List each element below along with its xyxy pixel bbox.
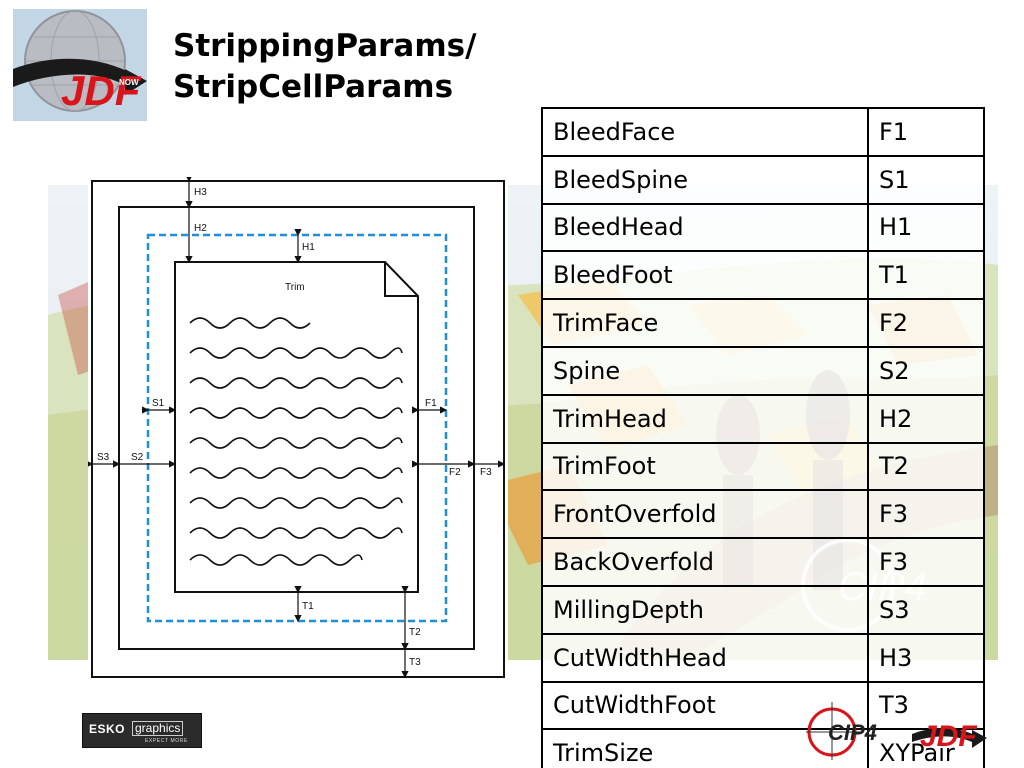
param-value-cell: F3 (867, 537, 985, 587)
cip4-logo: CIP4 (806, 702, 877, 760)
dim-label-f3: F3 (480, 467, 492, 478)
jdf-small-logo: JDF (912, 720, 987, 753)
esko-graphics-text: graphics (132, 721, 184, 736)
svg-text:JDF: JDF (920, 720, 977, 753)
param-value-cell: F2 (867, 298, 985, 348)
param-name-cell: BleedFace (541, 107, 869, 157)
param-name-cell: BleedSpine (541, 154, 869, 205)
param-value-cell: H2 (867, 393, 985, 444)
dim-label-h1: H1 (302, 242, 315, 253)
param-name-cell: BleedFoot (541, 250, 869, 301)
dim-label-t2: T2 (409, 627, 421, 638)
page-title-line-2: StripCellParams (173, 69, 454, 105)
param-value-cell: S2 (867, 345, 985, 396)
param-value-cell: T1 (867, 250, 985, 301)
dim-label-f1: F1 (425, 398, 437, 409)
esko-logo-text: ESKO (89, 722, 126, 736)
trim-label: Trim (285, 282, 305, 293)
trim-bleed-diagram: Trim H3 H2 (88, 177, 508, 681)
param-value-cell: S3 (867, 584, 985, 635)
dim-label-s1: S1 (152, 398, 165, 409)
param-name-cell: TrimFace (541, 298, 869, 348)
esko-tagline: EXPECT MORE (145, 738, 188, 744)
param-value-cell: S1 (867, 154, 985, 205)
dim-label-t1: T1 (302, 601, 314, 612)
trim-box (118, 206, 475, 650)
param-value-cell: H3 (867, 632, 985, 683)
page-title: StrippingParams/ StripCellParams (173, 26, 533, 108)
dim-label-t3: T3 (409, 657, 421, 668)
param-name-cell: TrimHead (541, 393, 869, 444)
param-value-cell: F3 (867, 489, 985, 540)
dim-label-s2: S2 (131, 452, 144, 463)
page-title-line-1: StrippingParams/ (173, 28, 477, 64)
param-value-cell: T3 (867, 680, 985, 731)
jdf-now-logo: JDF NOW (13, 9, 147, 121)
param-value-cell: H1 (867, 202, 985, 253)
dim-label-s3: S3 (97, 452, 110, 463)
jdf-logo-text: JDF (61, 67, 142, 114)
param-value-cell: F1 (867, 107, 985, 157)
param-name-cell: FrontOverfold (541, 489, 869, 540)
param-name-cell: BackOverfold (541, 537, 869, 587)
param-name-cell: BleedHead (541, 202, 869, 253)
dim-label-f2: F2 (449, 467, 461, 478)
dim-label-h3: H3 (194, 187, 207, 198)
text-wave-lines (189, 317, 403, 566)
dim-label-h2: H2 (194, 223, 207, 234)
svg-text:NOW: NOW (119, 78, 139, 87)
param-name-cell: CutWidthFoot (541, 680, 869, 731)
param-value-cell: T2 (867, 441, 985, 492)
param-name-cell: TrimFoot (541, 441, 869, 492)
param-name-cell: Spine (541, 345, 869, 396)
esko-graphics-logo: ESKO graphics EXPECT MORE (82, 713, 202, 748)
param-name-cell: MillingDepth (541, 584, 869, 635)
param-name-cell: CutWidthHead (541, 632, 869, 683)
page-shape (174, 261, 419, 593)
svg-text:CIP4: CIP4 (828, 720, 877, 745)
